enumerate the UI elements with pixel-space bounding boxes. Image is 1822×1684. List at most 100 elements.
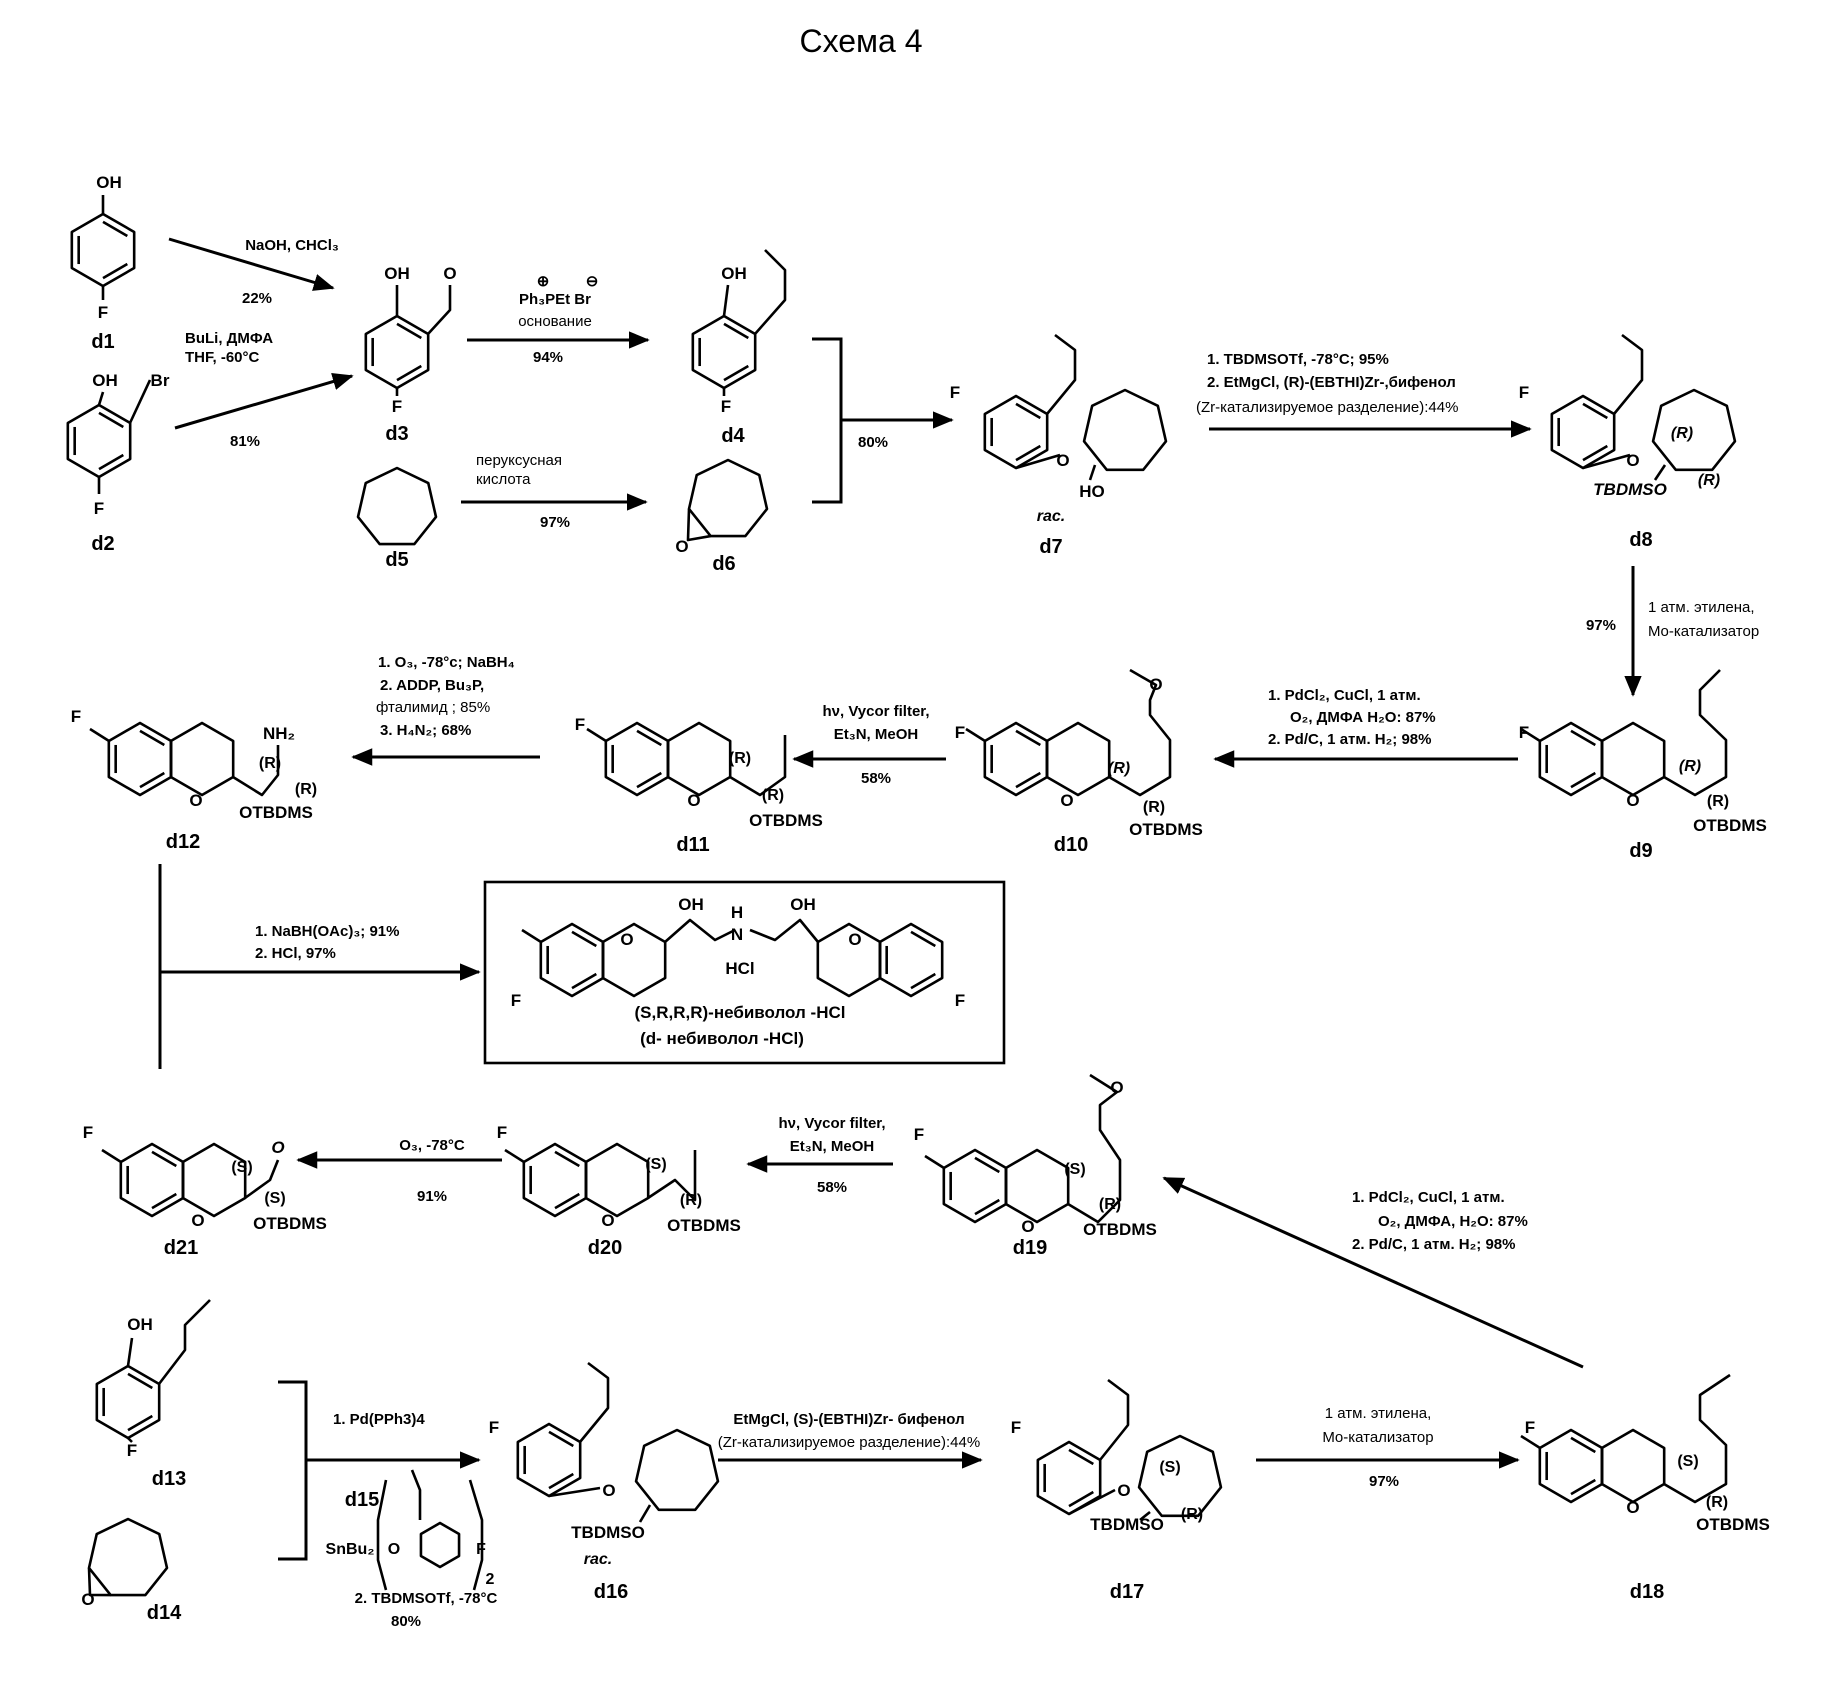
d7-f: F	[950, 383, 960, 402]
d4-oh: OH	[721, 264, 747, 283]
benzene-ring	[109, 723, 171, 795]
compound-d16-label: d16	[594, 1581, 628, 1603]
reaction-arrows	[160, 239, 1633, 1559]
double-bond	[140, 731, 164, 745]
double-bond	[572, 974, 596, 988]
cond-d18-d19-2: O₂, ДМФА, H₂O: 87%	[1378, 1213, 1528, 1230]
cycloheptene-ring	[358, 468, 436, 544]
pyran-ring	[183, 1144, 245, 1216]
yield-d5-d6: 97%	[540, 514, 570, 531]
cond-d11-d12-3: фталимид ; 85%	[376, 699, 490, 716]
d10-f: F	[955, 723, 965, 742]
cycloheptene-ring	[689, 460, 767, 536]
bond	[99, 392, 103, 405]
d10-otbdms: OTBDMS	[1129, 820, 1203, 839]
d7-rac-note: rac.	[1037, 508, 1065, 525]
cycloheptene-ring	[89, 1519, 167, 1595]
d17-f: F	[1011, 1418, 1021, 1437]
compound-labels: OH F d1 OH Br F d2 OH O F d3 OH F d4 d5 …	[71, 173, 1770, 1624]
compound-d14-label: d14	[147, 1602, 182, 1624]
d8-config-1: (R)	[1671, 425, 1693, 442]
cycloheptene-ring	[1653, 390, 1735, 470]
paren	[470, 1480, 482, 1590]
cond-d11-d12-4: 3. H₄N₂; 68%	[380, 722, 471, 739]
d1-oh: OH	[96, 173, 122, 192]
d15-f: F	[476, 1541, 486, 1558]
bond	[1090, 465, 1095, 480]
double-bond	[555, 1152, 579, 1166]
benzene-ring	[541, 924, 603, 996]
double-bond	[549, 1432, 573, 1446]
product-hcl: HCl	[725, 959, 754, 978]
cond-d12-prod-2: 2. HCl, 97%	[255, 945, 336, 962]
compound-d1-label: d1	[91, 331, 114, 353]
bond	[1047, 335, 1075, 414]
d10-ring-o: O	[1060, 791, 1073, 810]
d12-config-2: (R)	[295, 781, 317, 798]
compound-d2-label: d2	[91, 533, 114, 555]
double-bond	[911, 974, 935, 988]
d9-config-2: (R)	[1707, 793, 1729, 810]
c-f-bond	[587, 729, 606, 741]
benzene-ring	[72, 214, 134, 286]
cond-d13-d16-1: 1. Pd(PPh3)4	[333, 1411, 425, 1428]
cond-d18-d19-1: 1. PdCl₂, CuCl, 1 атм.	[1352, 1189, 1505, 1206]
cond-d3-d4-2: основание	[518, 313, 592, 330]
compound-d8-label: d8	[1629, 529, 1652, 551]
d3-aldehyde-o: O	[443, 264, 456, 283]
d12-nh2: NH₂	[263, 724, 295, 743]
d11-f: F	[575, 715, 585, 734]
d2-br: Br	[151, 371, 170, 390]
double-bond	[99, 413, 123, 427]
d20-f: F	[497, 1123, 507, 1142]
cond-d2-d3-1: BuLi, ДМФА	[185, 330, 273, 347]
cond-d7-d8-3: (Zr-катализируемое разделение):44%	[1196, 399, 1458, 416]
d6-epoxide-o: O	[675, 537, 688, 556]
compound-d21-label: d21	[164, 1237, 198, 1259]
c-f-bond	[925, 1156, 944, 1168]
arrow-d18-d19	[1164, 1178, 1583, 1367]
product-f-2: F	[955, 991, 965, 1010]
compound-d9-label: d9	[1629, 840, 1652, 862]
d20-config-1: (S)	[645, 1156, 666, 1173]
d14-epoxide-o: O	[81, 1590, 94, 1609]
d8-otbdms: TBDMSO	[1593, 480, 1667, 499]
bond	[1100, 1380, 1128, 1460]
c-f-bond	[522, 930, 541, 942]
cond-d8-d9-2: Mo-катализатор	[1648, 623, 1759, 640]
d19-f: F	[914, 1125, 924, 1144]
product-ring-o-1: O	[620, 930, 633, 949]
cond-d17-d18-2: Mo-катализатор	[1322, 1429, 1433, 1446]
benzene-ring	[1540, 723, 1602, 795]
d8-ether-o: O	[1626, 451, 1639, 470]
double-bond	[1583, 446, 1607, 460]
bond	[580, 1363, 608, 1442]
yield-d19-d20: 58%	[817, 1179, 847, 1196]
cond-d5-d6-1: перуксусная	[476, 452, 562, 469]
c-f-bond	[966, 729, 985, 741]
d17-otbdms: TBDMSO	[1090, 1515, 1164, 1534]
c-f-bond	[505, 1150, 524, 1162]
d9-otbdms: OTBDMS	[1693, 816, 1767, 835]
bond	[640, 1505, 650, 1522]
d17-config-2: (R)	[1181, 1506, 1203, 1523]
benzene-ring	[606, 723, 668, 795]
compound-d15-label: d15	[345, 1489, 379, 1511]
cond-d10-d11-2: Et₃N, MeOH	[834, 726, 918, 743]
cond-d7-d8-2: 2. EtMgCl, (R)-(EBTHI)Zr-,бифенол	[1207, 374, 1456, 391]
yield-d13-d16: 80%	[391, 1613, 421, 1630]
double-bond	[724, 324, 748, 338]
bracket-d4-d6	[812, 339, 841, 502]
cycloheptene-ring	[1084, 390, 1166, 470]
reaction-conditions: NaOH, CHCl₃ 22% BuLi, ДМФА THF, -60°C 81…	[185, 237, 1759, 1630]
bond	[412, 1470, 420, 1520]
double-bond	[152, 1194, 176, 1208]
d19-ketone-o: O	[1110, 1078, 1123, 1097]
bond	[1664, 1375, 1730, 1502]
double-bond	[1583, 404, 1607, 418]
d18-config-1: (S)	[1677, 1453, 1698, 1470]
cond-d18-d19-3: 2. Pd/C, 1 атм. H₂; 98%	[1352, 1236, 1516, 1253]
double-bond	[99, 455, 123, 469]
d21-config-2: (S)	[264, 1190, 285, 1207]
